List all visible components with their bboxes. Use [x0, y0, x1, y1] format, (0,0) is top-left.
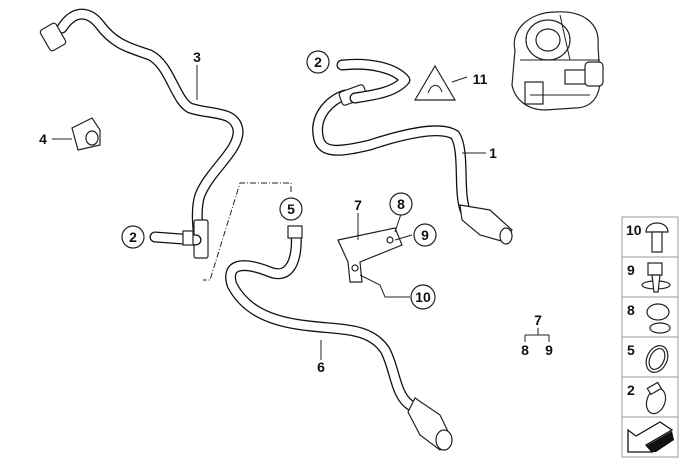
- hose-part-6[interactable]: [225, 225, 453, 451]
- hose-clamp-icon: [645, 345, 669, 373]
- callout-circle-2-upper: [306, 50, 330, 74]
- callout-10: 10: [415, 289, 431, 305]
- callout-3: 3: [193, 49, 201, 65]
- callout-11: 11: [473, 71, 488, 87]
- sidebar-item-10[interactable]: 10: [621, 216, 679, 258]
- callout-4: 4: [39, 131, 47, 147]
- hose-part-3[interactable]: [39, 8, 244, 259]
- sidebar-label-9: 9: [627, 262, 635, 278]
- bracket-part-7[interactable]: [337, 227, 403, 283]
- high-pressure-pump-illustration: [511, 11, 604, 111]
- holder-icon: [646, 303, 671, 334]
- warning-label-part-11[interactable]: [413, 64, 457, 101]
- callout-6: 6: [317, 359, 325, 375]
- callout-5: 5: [287, 201, 295, 217]
- sidebar-label-2: 2: [627, 382, 635, 398]
- clip-icon: [641, 262, 671, 293]
- sidebar-item-8[interactable]: 8: [621, 296, 679, 338]
- group-legend-top: 7: [534, 312, 542, 328]
- callout-circle-10: [410, 284, 436, 310]
- callout-2-upper: 2: [314, 54, 322, 70]
- callout-circle-5: [279, 197, 303, 221]
- sidebar-item-9[interactable]: 9: [621, 256, 679, 298]
- sidebar-item-5[interactable]: 5: [621, 336, 679, 378]
- hose-clamp-screw-icon: [645, 381, 667, 415]
- callout-9: 9: [421, 227, 429, 243]
- callout-circle-8: [389, 192, 413, 216]
- sidebar-label-8: 8: [627, 302, 635, 318]
- callout-circle-9: [413, 223, 437, 247]
- callout-1: 1: [489, 145, 497, 161]
- leader-lines: [52, 65, 550, 360]
- sidebar-item-2[interactable]: 2: [621, 376, 679, 418]
- callout-8: 8: [397, 196, 405, 212]
- holder-part-4[interactable]: [71, 117, 101, 151]
- arrow-icon: [627, 421, 674, 453]
- sidebar-label-10: 10: [626, 222, 642, 238]
- callout-circle-2-left: [121, 225, 145, 249]
- sidebar-label-5: 5: [627, 342, 635, 358]
- callout-2-left: 2: [129, 229, 137, 245]
- bolt-icon: [645, 222, 669, 253]
- group-legend-right: 9: [545, 342, 553, 358]
- group-legend-left: 8: [521, 342, 529, 358]
- callout-7: 7: [354, 197, 362, 213]
- parts-sidebar: 10 9 8 5: [621, 216, 679, 458]
- hose-part-1[interactable]: [312, 58, 513, 245]
- sidebar-item-arrow[interactable]: [621, 416, 679, 458]
